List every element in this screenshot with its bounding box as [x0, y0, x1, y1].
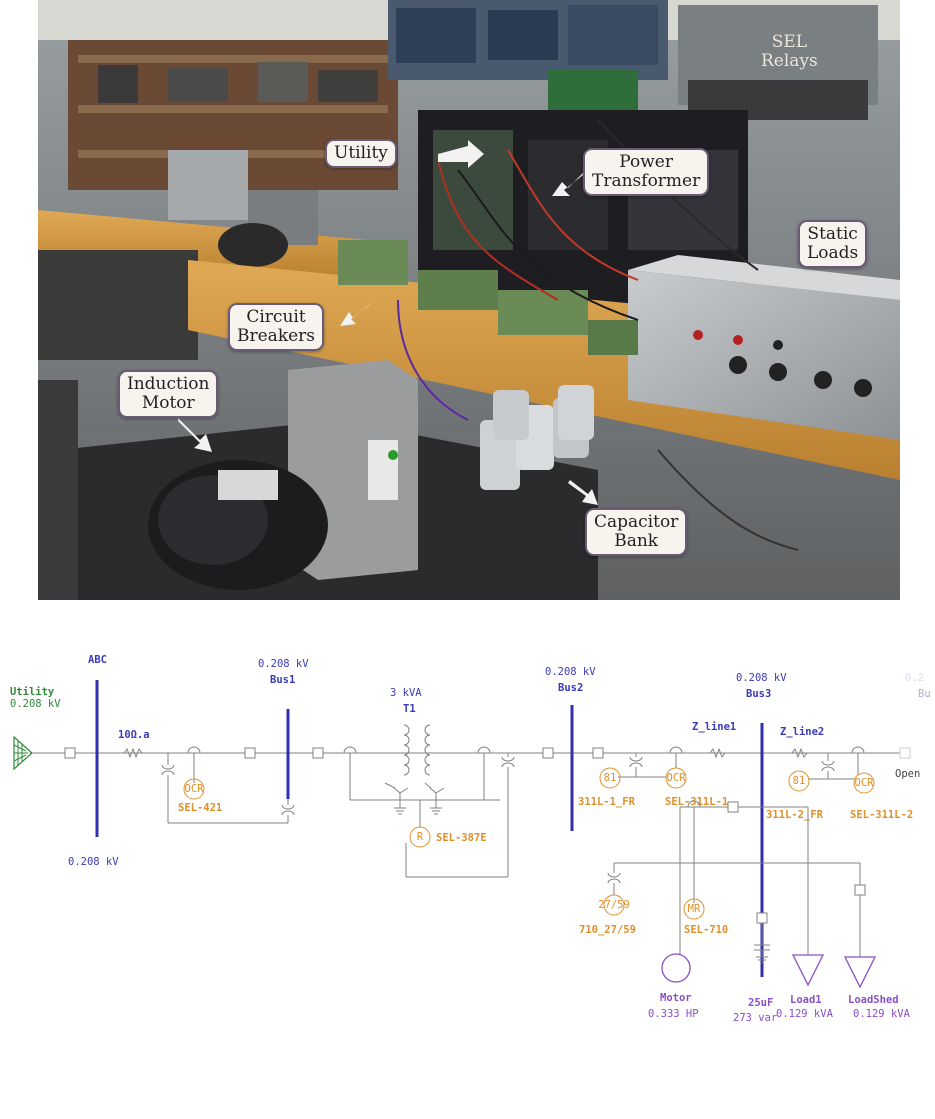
loadshed-rating: 0.129 kVA [853, 1008, 911, 1020]
bus3-label: Bus3 [746, 688, 771, 700]
pt-387-icon [501, 753, 515, 877]
pt-311l1-icon [629, 753, 643, 777]
utility-voltage: 0.208 kV [10, 698, 61, 710]
capacitor-icon[interactable] [754, 923, 770, 964]
breaker-cap-icon[interactable] [756, 912, 768, 924]
relay-81-line1[interactable] [599, 767, 621, 789]
motor-icon[interactable] [661, 953, 691, 983]
load1-label: Load1 [790, 994, 822, 1006]
breaker-2-icon[interactable] [244, 747, 256, 759]
loadshed-label: LoadShed [848, 994, 899, 1006]
ct-387-left-icon [343, 746, 357, 754]
relay-ocr-line1[interactable] [665, 767, 687, 789]
z-line1-icon [709, 747, 726, 759]
relay-ocr-line2-text: OCR [855, 777, 875, 789]
z-line2-label: Z_line2 [780, 726, 824, 738]
relay-mr-710-text: MR [688, 903, 701, 915]
loadshed-icon[interactable] [843, 956, 877, 989]
relay-r-387[interactable] [409, 826, 431, 848]
bus2-voltage: 0.208 kV [545, 666, 596, 678]
bus3-voltage: 0.208 kV [736, 672, 787, 684]
one-line-diagram: Utility 0.208 kV Open ABC 0.208 kV 10Ω.a [10, 654, 931, 1024]
fr1-label: 311L-1_FR [578, 796, 636, 808]
lab-photo-illustration [38, 0, 900, 600]
z-line2-icon [791, 747, 808, 759]
relay-ocr-421[interactable] [183, 778, 205, 800]
transformer-arrow-icon [552, 170, 586, 196]
r710-2759-label: 710_27/59 [579, 924, 636, 936]
ct-421-icon [187, 746, 201, 754]
sel-421-label: SEL-421 [178, 802, 222, 814]
breaker-1-icon[interactable] [64, 747, 76, 759]
relay-ocr-line2[interactable] [853, 772, 875, 794]
sel-710-label: SEL-710 [684, 924, 728, 936]
pt-311l2-icon [821, 753, 835, 779]
ct-710-icon [687, 800, 701, 808]
relay-81-line2[interactable] [788, 770, 810, 792]
breaker-motor-icon[interactable] [727, 801, 739, 813]
sel-311l2-label: SEL-311L-2 [850, 809, 913, 821]
wye-ground-right-icon [424, 782, 445, 815]
transformer-t1-icon[interactable] [380, 724, 470, 776]
motor-label: Motor [660, 992, 692, 1004]
breaker-open-icon[interactable] [899, 747, 911, 759]
sel-387e-label: SEL-387E [436, 832, 487, 844]
relay-2759[interactable] [603, 894, 625, 916]
relay-2759-text: 27/59 [598, 899, 630, 911]
utility-arrow-icon [438, 140, 484, 168]
breaker-5-icon[interactable] [592, 747, 604, 759]
callout-utility: Utility [325, 139, 397, 168]
relay-ocr-line1-text: OCR [667, 772, 687, 784]
z-line1-label: Z_line1 [692, 721, 736, 733]
t1-rating: 3 kVA [390, 687, 422, 699]
pt-421-icon [161, 753, 175, 823]
callout-circuit-breakers: Circuit Breakers [228, 303, 325, 351]
callout-sel-relays: SEL Relays [761, 32, 818, 71]
relay-81-line1-text: 81 [604, 772, 617, 784]
impedance-icon [123, 747, 143, 759]
callout-capacitor-bank: Capacitor Bank [585, 508, 688, 556]
ct-311l1-icon [669, 746, 683, 754]
bus1-label: Bus1 [270, 674, 295, 686]
relay-mr-710[interactable] [683, 898, 705, 920]
breaker-4-icon[interactable] [542, 747, 554, 759]
open-label: Open [895, 768, 920, 780]
motor-rating: 0.333 HP [648, 1008, 699, 1020]
load1-icon[interactable] [791, 954, 825, 987]
callout-power-transformer: Power Transformer [583, 148, 710, 196]
utility-source-icon [13, 735, 33, 771]
relay-ocr-421-text: OCR [185, 783, 205, 795]
lab-photo: SEL Relays Utility Power Transformer Sta… [38, 0, 900, 600]
utility-label: Utility [10, 686, 55, 698]
callout-static-loads: Static Loads [798, 220, 868, 268]
breaker-arrow-icon [340, 303, 371, 326]
bus1-voltage: 0.208 kV [258, 658, 309, 670]
capacitor-arrow-icon [568, 480, 598, 505]
callout-induction-motor: Induction Motor [118, 370, 219, 418]
pt-2759-icon [607, 863, 621, 895]
pt-bus1-icon [281, 799, 295, 823]
impedance-label: 10Ω.a [118, 729, 150, 741]
cap-rating: 273 var [733, 1012, 777, 1024]
fr2-label: 311L-2_FR [766, 809, 824, 821]
breaker-3-icon[interactable] [312, 747, 324, 759]
bus4-voltage: 0.2 [905, 672, 924, 684]
cap-label: 25uF [748, 997, 773, 1009]
load1-rating: 0.129 kVA [776, 1008, 834, 1020]
relay-r-387-text: R [417, 831, 424, 843]
bus2-label: Bus2 [558, 682, 583, 694]
ct-311l2-icon [851, 746, 865, 754]
wye-ground-left-icon [384, 782, 409, 815]
ct-387-right-icon [477, 746, 491, 754]
bus-abc-label: ABC [88, 654, 107, 666]
bus-abc-voltage: 0.208 kV [68, 856, 119, 868]
motor-arrow-icon [178, 418, 212, 452]
breaker-loadshed-icon[interactable] [854, 884, 866, 896]
t1-label: T1 [403, 703, 416, 715]
relay-81-line2-text: 81 [793, 775, 806, 787]
bus4-label: Bu [918, 688, 931, 700]
